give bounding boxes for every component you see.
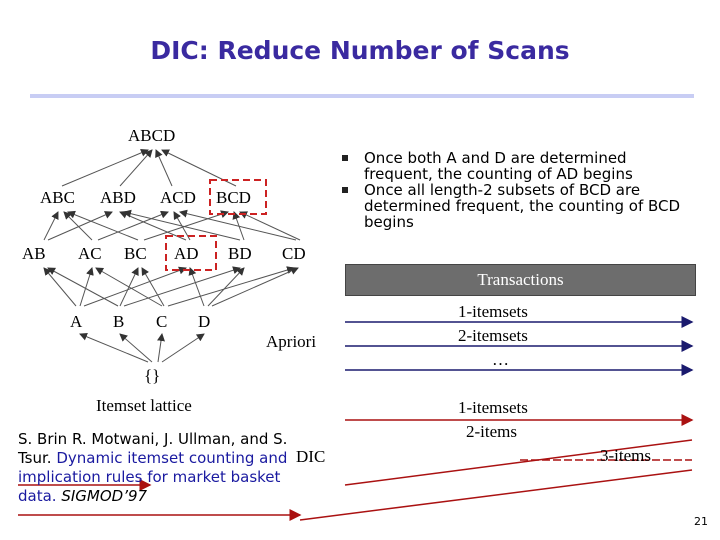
lattice-node-bc: BC	[124, 244, 147, 263]
ad-highlight-box	[165, 235, 217, 271]
lattice-node-d: D	[198, 312, 211, 331]
apriori-label: Apriori	[266, 332, 317, 351]
lattice-node-ac: AC	[78, 244, 102, 263]
title-underline	[30, 94, 694, 98]
reference-venue: SIGMOD’97	[61, 487, 148, 505]
bullet-square-icon	[342, 187, 348, 193]
lattice-node-cd: CD	[282, 244, 306, 263]
slide-title: DIC: Reduce Number of Scans	[150, 36, 570, 65]
bullet-item: Once both A and D are determined frequen…	[342, 150, 692, 182]
bullet-square-icon	[342, 155, 348, 161]
page-number: 21	[694, 515, 708, 528]
dic-pass-2: 2-items	[466, 422, 517, 441]
lattice-node-c: C	[156, 312, 168, 331]
lattice-caption: Itemset lattice	[96, 396, 192, 415]
lattice-node-bcd: BCD	[216, 188, 251, 207]
apriori-pass-2: 2-itemsets	[458, 326, 528, 345]
reference-authors: S. Brin R. Motwani, J. Ullman, and S. Ts…	[18, 430, 288, 467]
bullet-list: Once both A and D are determined frequen…	[342, 150, 692, 230]
lattice-node-abd: ABD	[100, 188, 136, 207]
bullet-item: Once all length-2 subsets of BCD are det…	[342, 182, 692, 230]
lattice-node-empty: {}	[144, 366, 161, 385]
reference-title: Dynamic itemset counting and implication…	[18, 449, 288, 505]
apriori-pass-ellipsis: …	[492, 350, 509, 369]
lattice-node-a: A	[70, 312, 83, 331]
dic-pass-1: 1-itemsets	[458, 398, 528, 417]
reference-citation: S. Brin R. Motwani, J. Ullman, and S. Ts…	[18, 430, 298, 506]
dic-label: DIC	[296, 447, 326, 466]
transactions-header: Transactions	[345, 264, 696, 296]
lattice-node-top: ABCD	[128, 126, 176, 145]
lattice-node-acd: ACD	[160, 188, 196, 207]
lattice-node-abc: ABC	[40, 188, 75, 207]
lattice-node-ab: AB	[22, 244, 46, 263]
lattice-node-bd: BD	[228, 244, 252, 263]
dic-pass-3: 3-items	[600, 446, 651, 465]
bcd-highlight-box	[209, 179, 267, 215]
apriori-pass-1: 1-itemsets	[458, 302, 528, 321]
lattice-node-b: B	[113, 312, 125, 331]
lattice-node-ad: AD	[174, 244, 199, 263]
